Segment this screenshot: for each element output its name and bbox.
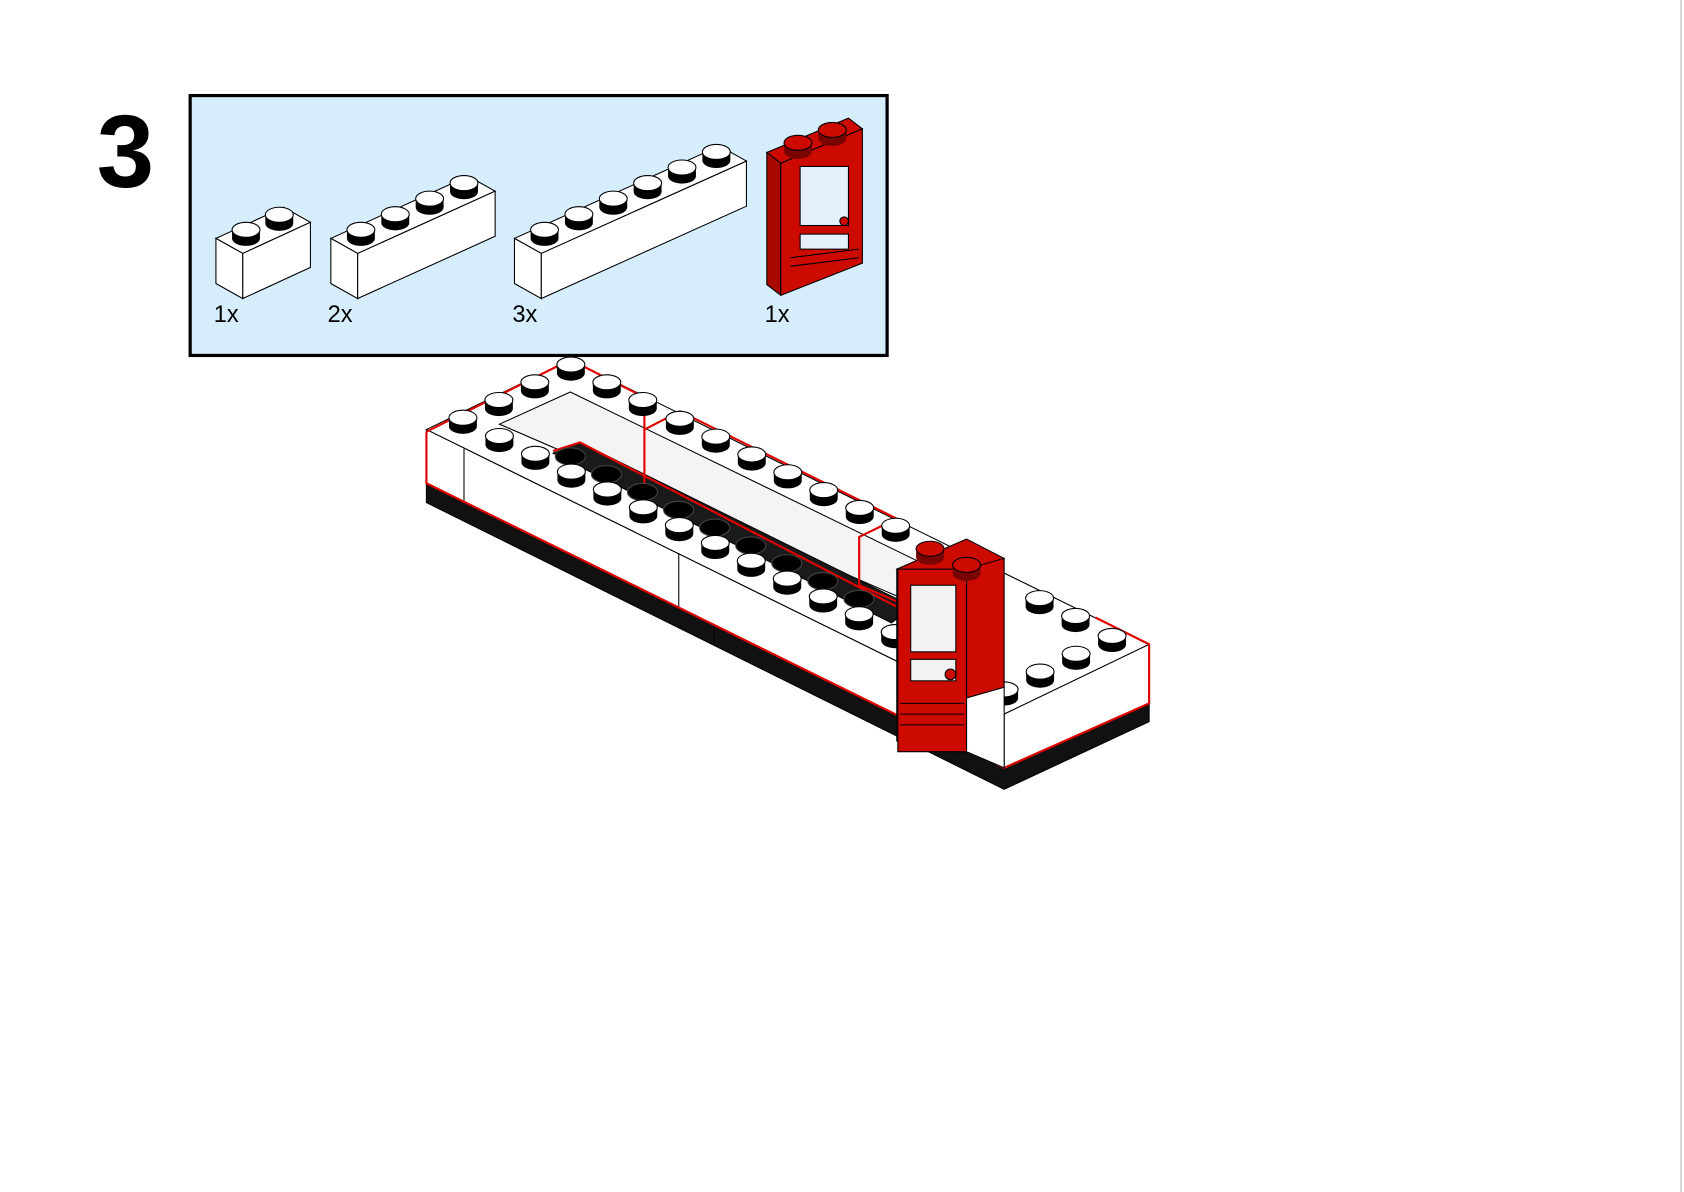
stud-hole xyxy=(771,554,803,573)
stud-row xyxy=(554,447,875,609)
brick-1x6-white-icon xyxy=(513,143,748,300)
door-red-icon xyxy=(765,117,864,297)
stud xyxy=(808,588,838,613)
stud xyxy=(484,391,514,417)
stud-hole xyxy=(554,447,586,466)
stud-row xyxy=(484,427,910,649)
stud xyxy=(346,221,376,246)
assembled-model xyxy=(425,356,1151,790)
stud xyxy=(701,143,731,169)
stud xyxy=(520,445,550,470)
stud xyxy=(598,190,628,215)
brick-1x4-white-icon xyxy=(329,175,497,300)
stud xyxy=(915,540,945,565)
stud xyxy=(448,409,478,434)
stud-hole xyxy=(626,482,659,502)
stud-row xyxy=(346,175,479,246)
stud-row xyxy=(530,143,731,246)
stud xyxy=(700,534,730,560)
stud-row xyxy=(592,374,658,417)
stud xyxy=(845,499,875,525)
stud xyxy=(231,221,261,246)
stud xyxy=(564,206,594,231)
stud-hole xyxy=(735,536,767,555)
quantity-label: 1x xyxy=(214,302,239,328)
stud-row xyxy=(989,627,1127,706)
stud xyxy=(783,134,813,159)
stud xyxy=(415,190,445,215)
stud xyxy=(1025,590,1055,615)
stud xyxy=(667,159,697,184)
brick-1x2-white-icon xyxy=(214,206,312,300)
stud-hole xyxy=(699,518,731,537)
stud xyxy=(628,499,658,524)
stud xyxy=(1097,627,1127,653)
stud xyxy=(664,517,694,542)
stud xyxy=(809,482,839,507)
stud xyxy=(449,175,479,200)
stud xyxy=(736,552,766,577)
door-red-icon xyxy=(895,538,1006,769)
stud xyxy=(556,463,586,488)
quantity-label: 3x xyxy=(512,302,537,328)
stud xyxy=(530,221,560,246)
stud xyxy=(1025,663,1055,688)
stud xyxy=(881,517,911,542)
stud xyxy=(556,356,586,381)
new-parts-outline xyxy=(425,431,1151,770)
stud-row xyxy=(231,206,294,246)
step-number: 3 xyxy=(97,94,154,209)
stud xyxy=(1061,607,1091,633)
stud xyxy=(628,391,658,417)
stud xyxy=(773,464,803,489)
stud-hole xyxy=(843,589,875,609)
stud xyxy=(592,374,622,399)
stud-row xyxy=(1025,590,1091,633)
stud xyxy=(665,410,695,435)
stud xyxy=(701,428,731,453)
stud xyxy=(380,206,410,231)
stud-hole xyxy=(807,572,839,591)
stud xyxy=(592,481,622,506)
quantity-label: 1x xyxy=(765,302,790,328)
stud xyxy=(844,606,874,631)
stud xyxy=(484,427,514,453)
stud-hole xyxy=(590,465,622,484)
stud-hole xyxy=(662,500,695,520)
page-edge-divider xyxy=(1680,0,1682,1192)
stud xyxy=(264,206,294,231)
stud xyxy=(772,570,802,595)
stud xyxy=(952,556,982,581)
stud xyxy=(520,374,550,399)
new-parts-outline xyxy=(552,441,898,608)
quantity-label: 2x xyxy=(328,302,353,328)
parts-list-panel: 1x 2x 3x 1x xyxy=(188,93,889,358)
stud xyxy=(737,446,767,471)
stud xyxy=(1061,645,1091,670)
stud-row xyxy=(448,356,586,434)
stud xyxy=(817,121,847,147)
stud xyxy=(633,175,663,200)
stud-row xyxy=(915,540,982,581)
stud-row xyxy=(665,410,911,542)
stud-row xyxy=(783,121,847,159)
